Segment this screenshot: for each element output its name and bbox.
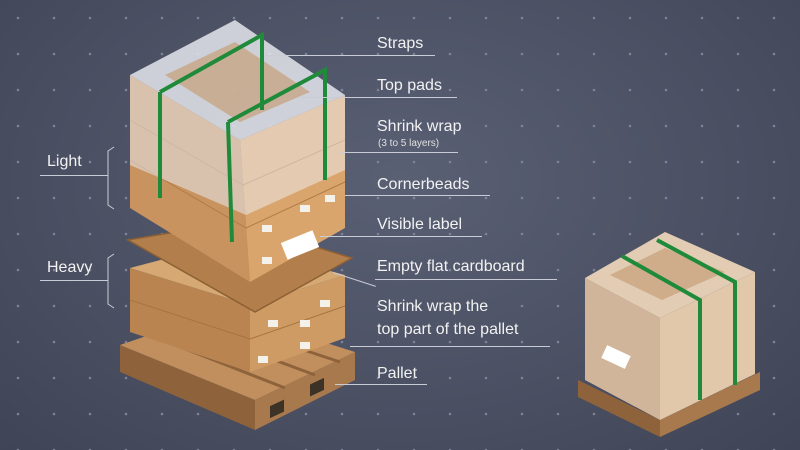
leader-line bbox=[265, 55, 435, 56]
finished-pallet bbox=[578, 232, 760, 437]
label-empty-flat-cardboard: Empty flat cardboard bbox=[377, 258, 525, 275]
label-top-pads: Top pads bbox=[377, 77, 442, 94]
bracket-light bbox=[107, 146, 115, 210]
label-shrink-wrap: Shrink wrap bbox=[377, 118, 462, 135]
label-straps: Straps bbox=[377, 35, 424, 52]
leader-line bbox=[350, 346, 550, 347]
leader-line bbox=[345, 195, 490, 196]
leader-line bbox=[320, 236, 482, 237]
group-underline bbox=[40, 280, 108, 281]
label-visible-label: Visible label bbox=[377, 216, 463, 233]
leader-line bbox=[375, 279, 557, 280]
label-shrink-wrap-note: (3 to 5 layers) bbox=[378, 138, 440, 149]
exploded-pallet bbox=[120, 20, 355, 430]
straps bbox=[158, 31, 327, 243]
label-cornerbeads: Cornerbeads bbox=[377, 176, 470, 193]
label-shrink-wrap-top-line2: top part of the pallet bbox=[377, 321, 519, 338]
leader-line bbox=[300, 97, 457, 98]
label-shrink-wrap-top-line1: Shrink wrap the bbox=[377, 298, 489, 315]
leader-line bbox=[340, 152, 458, 153]
light-boxes bbox=[129, 20, 346, 282]
leader-line bbox=[335, 384, 427, 385]
group-light: Light bbox=[47, 153, 82, 170]
label-pallet: Pallet bbox=[377, 365, 418, 382]
group-underline bbox=[40, 175, 108, 176]
group-heavy: Heavy bbox=[47, 259, 93, 276]
visible-shipping-label bbox=[280, 230, 320, 260]
bracket-heavy bbox=[107, 253, 115, 309]
